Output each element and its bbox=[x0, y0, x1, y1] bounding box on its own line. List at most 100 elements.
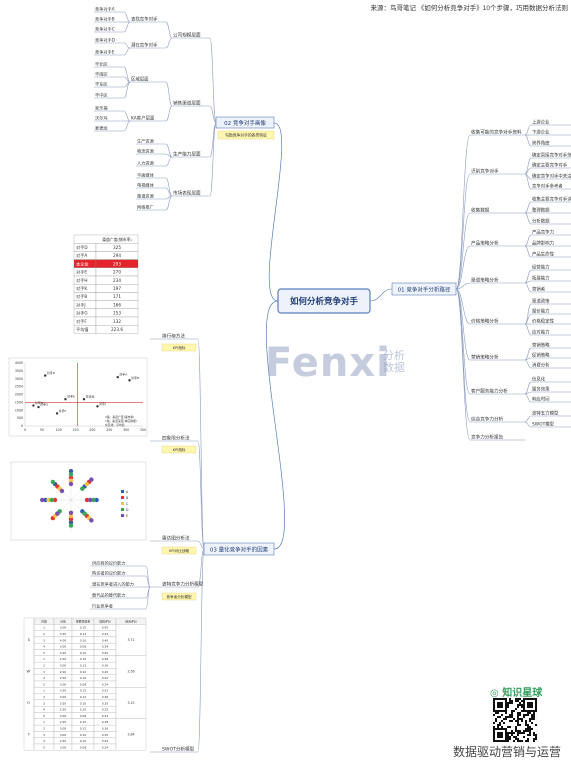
porter-item: 行业竞争者 bbox=[92, 603, 113, 610]
radar-point bbox=[88, 497, 93, 503]
quadrant-x-tick: 50 bbox=[40, 428, 44, 432]
qr-module bbox=[527, 740, 529, 742]
qr-module bbox=[533, 738, 535, 740]
qr-module bbox=[497, 712, 499, 714]
qr-module bbox=[517, 730, 519, 732]
qr-module bbox=[519, 712, 521, 714]
quadrant-y-tick: 2000 bbox=[15, 393, 23, 397]
qr-module bbox=[533, 718, 535, 720]
swot-value: 3 bbox=[43, 701, 45, 705]
swot-value: 0.15 bbox=[80, 626, 87, 630]
b01-item: 营销策略 bbox=[532, 342, 550, 349]
radar-point bbox=[84, 497, 90, 503]
qr-module bbox=[517, 716, 519, 718]
link-b01-item bbox=[524, 359, 532, 369]
qr-module bbox=[507, 734, 509, 736]
swot-value: 0.24 bbox=[102, 714, 109, 718]
quadrant-point-label: 对手J bbox=[99, 401, 106, 406]
qr-module bbox=[525, 720, 527, 722]
link-b02-item bbox=[165, 156, 173, 167]
radar-point bbox=[68, 472, 74, 477]
qr-module bbox=[511, 710, 513, 712]
radar-legend-label: B bbox=[126, 496, 128, 500]
qr-module bbox=[519, 724, 521, 726]
radar-point bbox=[68, 478, 74, 483]
b03-sub-3: 波特竞争力分析模型 bbox=[162, 581, 204, 588]
radar-point bbox=[55, 511, 60, 516]
swot-value: 0.24 bbox=[102, 745, 109, 749]
qr-module bbox=[529, 730, 531, 732]
swot-value: 0.25 bbox=[102, 676, 109, 680]
branch-02-box[interactable] bbox=[215, 116, 275, 129]
ranking-value: 293 bbox=[113, 261, 121, 266]
b02-group-1: 销售渠道层面 bbox=[173, 100, 201, 107]
ranking-name: 平均值 bbox=[76, 326, 89, 333]
qr-module bbox=[533, 712, 535, 714]
qr-module bbox=[521, 740, 523, 742]
qr-module bbox=[509, 720, 511, 722]
swot-group-name: W bbox=[26, 670, 30, 674]
b03-note-box bbox=[161, 445, 197, 454]
qr-module bbox=[501, 714, 503, 716]
qr-module bbox=[507, 738, 509, 740]
qr-module bbox=[515, 700, 517, 702]
b01-item: 经营能力 bbox=[532, 264, 550, 271]
qr-module bbox=[527, 730, 529, 732]
swot-value: 2 bbox=[43, 695, 45, 699]
swot-group-name: O bbox=[27, 701, 30, 705]
ranking-header: 渠道广度(铺市率) bbox=[102, 237, 132, 242]
link-b02-item bbox=[165, 177, 173, 197]
qr-module bbox=[509, 700, 511, 702]
ranking-name: 对手B bbox=[76, 293, 87, 300]
swot-value: 0.08 bbox=[80, 645, 87, 649]
link-b01-4 bbox=[455, 282, 471, 290]
qr-module bbox=[521, 718, 523, 720]
swot-value: 2.50 bbox=[60, 708, 67, 712]
b03-note: KPI对比战略 bbox=[169, 548, 189, 553]
ranking-value: 132 bbox=[113, 319, 121, 324]
b02-group-2: 生产能力层面 bbox=[173, 151, 201, 158]
swot-value: 0.10 bbox=[80, 733, 87, 737]
link-b01-item bbox=[524, 269, 532, 284]
swot-value: 3.00 bbox=[60, 714, 67, 718]
swot-value: 3.00 bbox=[60, 626, 67, 630]
qr-module bbox=[513, 710, 515, 712]
qr-module bbox=[495, 720, 497, 722]
link-b01-item bbox=[524, 303, 532, 325]
qr-module bbox=[529, 734, 531, 736]
link-b02-item bbox=[123, 81, 131, 99]
radar-legend-label: D bbox=[126, 508, 129, 512]
link-b02-item bbox=[123, 11, 131, 23]
watermark-logo: Fenxi bbox=[265, 340, 391, 386]
qr-module bbox=[523, 736, 525, 738]
qr-module bbox=[519, 730, 521, 732]
swot-value: 3.00 bbox=[60, 695, 67, 699]
link-central-b03 bbox=[266, 300, 285, 550]
quadrant-y-tick: 4000 bbox=[15, 361, 23, 365]
b01-item: 上游企业 bbox=[532, 119, 550, 126]
qr-module bbox=[515, 720, 517, 722]
qr-module bbox=[527, 712, 529, 714]
swot-value: 0.08 bbox=[80, 745, 87, 749]
b01-item: 服务效果 bbox=[532, 386, 550, 393]
qr-module bbox=[517, 712, 519, 714]
qr-module bbox=[493, 722, 495, 724]
b02-sub: KA客户层面 bbox=[131, 115, 155, 122]
swot-value: 0.08 bbox=[80, 714, 87, 718]
qr-module bbox=[519, 718, 521, 720]
swot-value: 0.45 bbox=[102, 626, 109, 630]
watermark-sub1: 分析 bbox=[383, 349, 405, 362]
link-b02-item bbox=[123, 47, 131, 56]
b02-sub: 潜在竞争对手 bbox=[131, 42, 158, 49]
link-b01-item bbox=[524, 134, 532, 147]
link-b01-1 bbox=[455, 173, 471, 290]
swot-value: 0.10 bbox=[80, 739, 87, 743]
swot-header: 加权评分 bbox=[99, 618, 111, 623]
swot-value: 3.50 bbox=[60, 701, 67, 705]
radar-point bbox=[94, 497, 99, 503]
qr-module bbox=[517, 714, 519, 716]
qr-module bbox=[523, 714, 525, 716]
qr-module bbox=[493, 726, 495, 728]
planet-text: 知识星球 bbox=[502, 688, 543, 699]
swot-value: 2.00 bbox=[60, 670, 67, 674]
